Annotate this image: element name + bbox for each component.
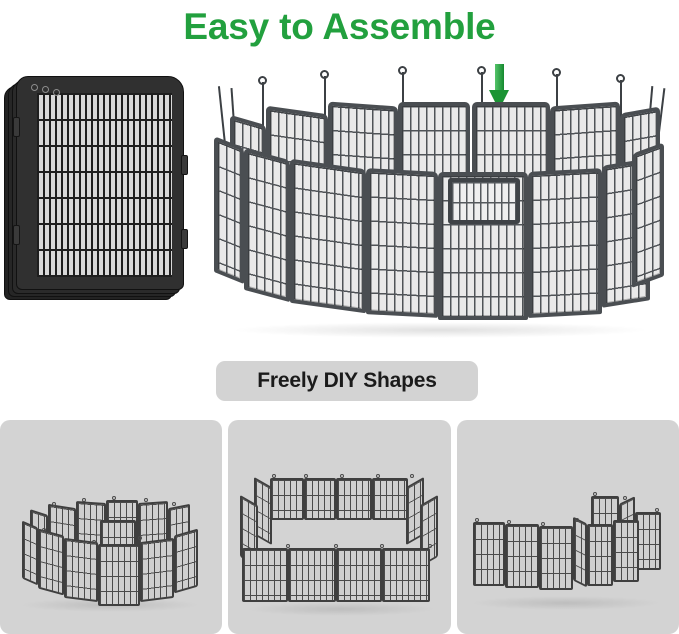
square-illustration — [228, 420, 450, 634]
mini-panel — [336, 478, 373, 520]
ground-stake — [402, 72, 404, 130]
mini-panel — [538, 526, 573, 590]
stake-loop-icon — [376, 474, 381, 478]
stake-loop-icon — [172, 502, 176, 506]
stake-loop-icon — [410, 474, 415, 478]
mini-panel — [304, 478, 337, 520]
stake-loop-icon — [592, 492, 597, 496]
ground-stake — [262, 82, 264, 148]
octagon-shape-card[interactable] — [0, 420, 223, 634]
pen-panel — [214, 135, 244, 285]
mini-panel — [242, 548, 289, 602]
stake-loop-icon — [477, 66, 486, 75]
stake-hole-icon — [42, 86, 49, 93]
mini-gate-panel — [98, 544, 140, 606]
page-title-text: Easy to Assemble — [183, 5, 496, 47]
shape-cards-row — [0, 420, 679, 634]
stake-loop-icon — [144, 498, 148, 502]
stake-loop-icon — [258, 76, 267, 85]
pen-panel — [244, 147, 290, 303]
mini-panel — [64, 537, 98, 603]
mini-panel — [372, 478, 409, 520]
octagon-illustration — [0, 420, 222, 634]
mini-panel — [472, 522, 505, 586]
stake-loop-icon — [286, 544, 291, 548]
pen-panel — [528, 168, 602, 318]
section-label-text: Freely DIY Shapes — [257, 369, 437, 392]
stake-loop-icon — [320, 70, 329, 79]
stake-loop-icon — [138, 536, 142, 540]
stake-loop-icon — [340, 474, 345, 478]
stake-loop-icon — [540, 522, 545, 526]
mini-gate-door — [100, 520, 136, 546]
stake-loop-icon — [552, 68, 561, 77]
mini-panel — [38, 528, 64, 596]
hinge-tab — [181, 229, 188, 249]
assembled-octagon-playpen — [200, 58, 679, 348]
ground-shadow — [230, 322, 650, 338]
pen-panel — [632, 142, 664, 288]
hinge-tab — [181, 155, 188, 175]
section-label-badge: Freely DIY Shapes — [216, 361, 478, 401]
stake-loop-icon — [474, 518, 479, 522]
stake-loop-icon — [428, 544, 433, 548]
mini-panel — [140, 537, 174, 603]
ground-stake — [556, 74, 558, 132]
mini-panel — [572, 516, 587, 588]
gate-door[interactable] — [448, 178, 520, 224]
mini-panel — [22, 520, 38, 586]
mini-panel — [504, 524, 539, 588]
mini-panel — [288, 548, 337, 602]
ground-stake — [481, 72, 483, 128]
mini-panel — [634, 512, 661, 570]
stake-loop-icon — [304, 474, 309, 478]
stake-loop-icon — [398, 66, 407, 75]
folded-panel-top — [13, 76, 188, 290]
u-shape-card[interactable] — [456, 420, 679, 634]
stake-loop-icon — [52, 502, 56, 506]
pen-panel — [366, 168, 438, 318]
ground-shadow — [246, 602, 437, 616]
arrow-shaft — [495, 64, 504, 92]
page-title: Easy to Assemble — [0, 0, 679, 52]
mini-panel — [270, 478, 305, 520]
u-shape-illustration — [457, 420, 679, 634]
stake-loop-icon — [654, 508, 659, 512]
ground-stake — [620, 80, 622, 144]
stake-loop-icon — [82, 498, 86, 502]
hinge-tab — [13, 117, 20, 137]
square-shape-card[interactable] — [228, 420, 451, 634]
stake-loop-icon — [574, 518, 579, 522]
stake-loop-icon — [616, 74, 625, 83]
stake-loop-icon — [622, 496, 627, 500]
mini-panel — [174, 528, 198, 594]
mini-panel — [586, 524, 613, 586]
ground-shadow — [470, 596, 661, 610]
stacked-folded-panels — [4, 76, 200, 316]
stake-loop-icon — [380, 544, 385, 548]
stake-loop-icon — [92, 540, 96, 544]
stake-loop-icon — [42, 528, 46, 532]
pen-panel — [290, 158, 366, 314]
mini-panel — [336, 548, 383, 602]
stake-loop-icon — [272, 474, 277, 478]
hinge-tab — [13, 225, 20, 245]
stake-loop-icon — [112, 496, 116, 500]
stake-hole-icon — [31, 84, 38, 91]
mini-panel — [382, 548, 431, 602]
panel-mesh — [37, 93, 172, 277]
stake-loop-icon — [506, 520, 511, 524]
stake-hole-icon — [53, 89, 60, 96]
hero-section — [0, 58, 679, 348]
stake-loop-icon — [334, 544, 339, 548]
mini-panel — [612, 520, 639, 582]
ground-stake — [324, 76, 326, 136]
